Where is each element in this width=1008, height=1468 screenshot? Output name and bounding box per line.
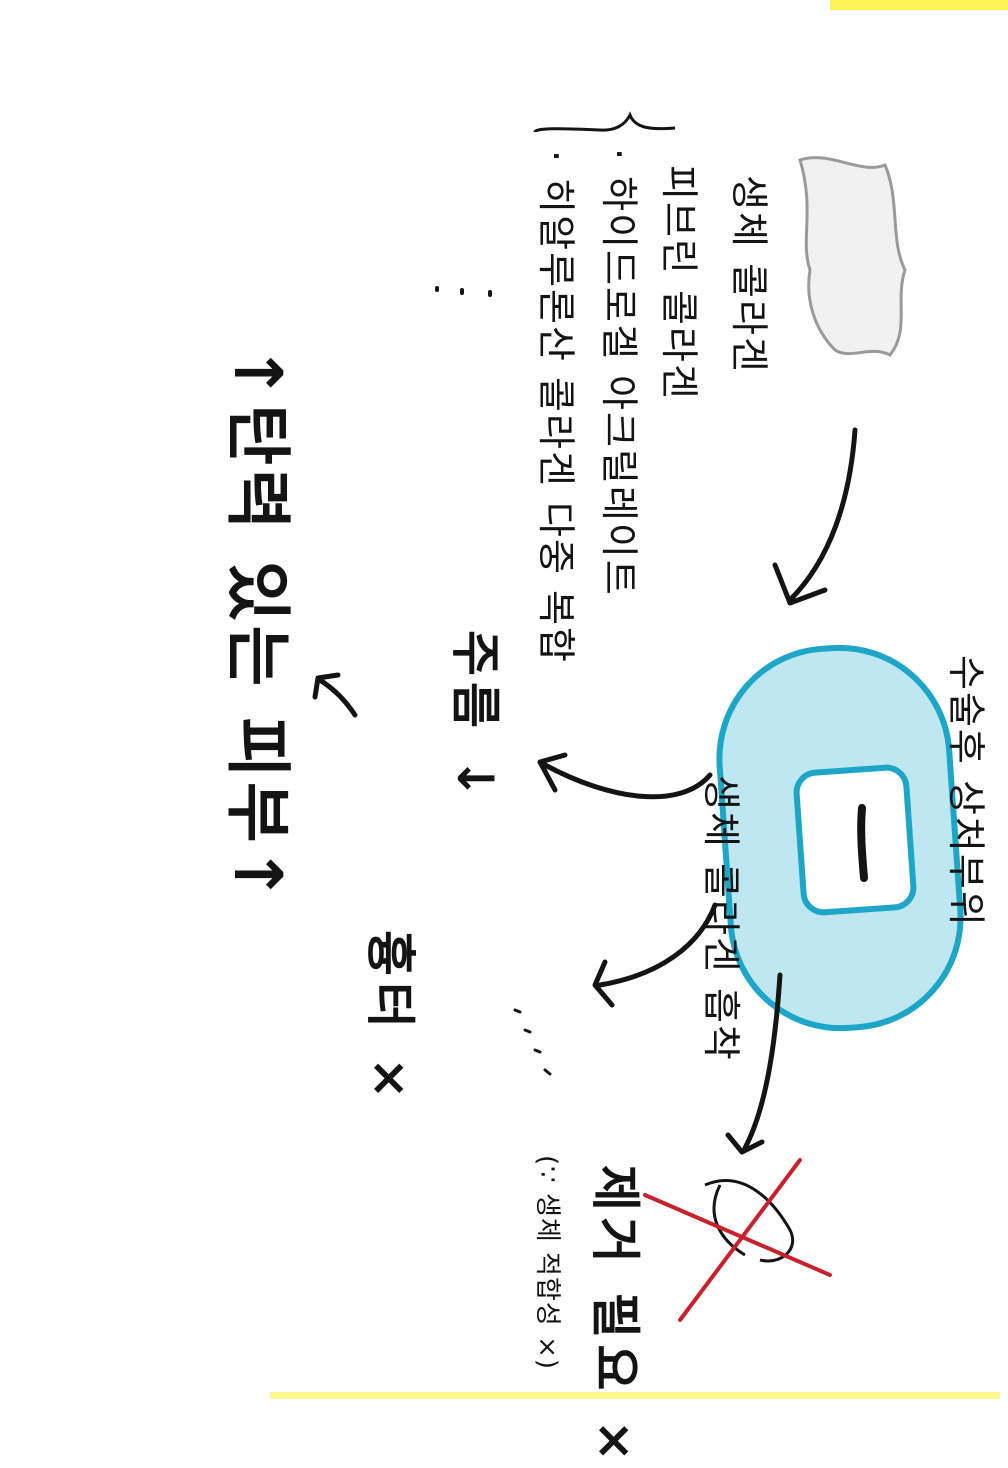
removed-bandage bbox=[704, 1179, 795, 1263]
outcome-removal-note: (∵ 생체 적합성 ×) bbox=[532, 1155, 562, 1371]
patch-note: 생체 콜라겐 흡착 bbox=[699, 775, 743, 1062]
outcome-removal: 제거 필요 × bbox=[586, 1165, 644, 1468]
source-brace bbox=[533, 111, 676, 134]
source-item-1: 생체 콜라겐 bbox=[727, 175, 771, 374]
arrow-to-title bbox=[317, 677, 358, 718]
dash-marks bbox=[435, 286, 492, 297]
arrow-cloud-to-patch bbox=[787, 427, 858, 603]
arrow-to-wrinkle bbox=[542, 762, 713, 800]
source-item-3: · 하이드로겔 아크릴레이트 bbox=[597, 148, 641, 597]
outcome-scar: 흉터 × bbox=[361, 930, 419, 1106]
highlight-mark-top bbox=[830, 0, 1008, 10]
diagram-drawing bbox=[312, 111, 964, 1322]
outcome-wrinkle: 주름 ↓ bbox=[446, 630, 504, 806]
page-title: ↑탄력 있는 피부↑ bbox=[219, 345, 296, 906]
bandage-pad bbox=[793, 764, 917, 916]
scar-dots bbox=[513, 1008, 552, 1076]
source-item-2: 피브린 콜라겐 bbox=[657, 165, 701, 401]
source-item-4: · 히알루론산 콜라겐 다중 복합 bbox=[534, 150, 578, 664]
arrow-to-scar bbox=[597, 902, 718, 988]
collagen-cloud bbox=[798, 156, 907, 357]
highlight-mark-bottom bbox=[270, 1392, 1000, 1399]
red-cross bbox=[643, 1158, 832, 1322]
patch-label: 수술후 상처부위 bbox=[944, 655, 988, 928]
arrow-to-removal bbox=[742, 972, 783, 1151]
wound-mark bbox=[857, 804, 868, 882]
